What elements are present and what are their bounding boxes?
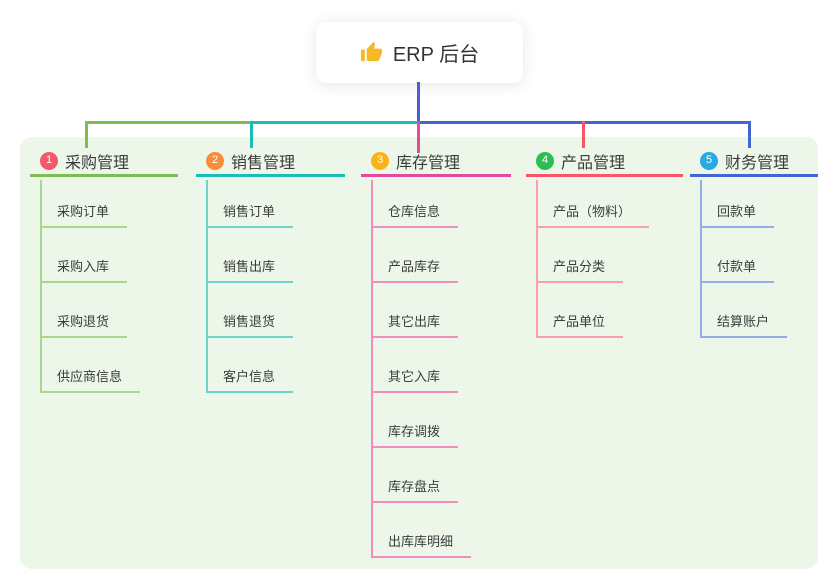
child-node-label: 库存盘点	[388, 479, 441, 494]
tree-bus-segment	[252, 121, 419, 124]
child-node-label: 仓库信息	[388, 204, 441, 219]
branch-column: 1 采购管理 采购订单采购入库采购退货供应商信息	[30, 147, 178, 393]
child-node-label: 产品分类	[553, 259, 606, 274]
thumbs-up-icon	[360, 41, 383, 64]
branch-column: 3 库存管理 仓库信息产品库存其它出库其它入库库存调拨库存盘点出库库明细	[361, 147, 511, 558]
root-node-label: ERP 后台	[392, 44, 480, 66]
branch-node-label: 销售管理	[231, 154, 296, 172]
child-node-label: 其它入库	[388, 369, 441, 384]
branch-number-badge: 1	[40, 151, 58, 170]
branch-children-list: 回款单付款单结算账户	[700, 180, 788, 338]
branch-children-connector-line	[40, 180, 42, 393]
branch-drop-line	[748, 121, 751, 148]
child-node-label: 产品（物料）	[553, 204, 632, 219]
child-node-label: 销售退货	[223, 314, 276, 329]
branch-node-label: 财务管理	[725, 154, 790, 172]
child-node[interactable]: 产品（物料）	[536, 180, 650, 228]
child-node-label: 其它出库	[388, 314, 441, 329]
root-node[interactable]: ERP 后台	[316, 22, 523, 83]
child-node[interactable]: 产品分类	[536, 228, 624, 283]
child-node[interactable]: 销售订单	[206, 180, 294, 228]
branch-number-badge: 3	[371, 151, 389, 170]
branch-node-label: 库存管理	[396, 154, 461, 172]
branch-number-badge: 4	[536, 151, 554, 170]
child-node-label: 采购入库	[57, 259, 110, 274]
branch-children-connector-line	[536, 180, 538, 338]
child-node[interactable]: 其它入库	[371, 338, 459, 393]
child-node[interactable]: 销售退货	[206, 283, 294, 338]
child-node[interactable]: 结算账户	[700, 283, 788, 338]
child-node-label: 供应商信息	[57, 369, 123, 384]
child-node[interactable]: 回款单	[700, 180, 775, 228]
child-node[interactable]: 产品库存	[371, 228, 459, 283]
tree-bus-segment	[419, 121, 751, 124]
branch-node[interactable]: 1 采购管理	[30, 147, 178, 177]
child-node[interactable]: 其它出库	[371, 283, 459, 338]
child-node-label: 出库库明细	[388, 534, 454, 549]
child-node-label: 产品单位	[553, 314, 606, 329]
branch-column: 2 销售管理 销售订单销售出库销售退货客户信息	[196, 147, 345, 393]
branch-children-list: 仓库信息产品库存其它出库其它入库库存调拨库存盘点出库库明细	[371, 180, 472, 558]
child-node-label: 采购退货	[57, 314, 110, 329]
child-node[interactable]: 库存调拨	[371, 393, 459, 448]
branch-node[interactable]: 2 销售管理	[196, 147, 345, 177]
branch-number-badge: 2	[206, 151, 224, 170]
child-node[interactable]: 采购入库	[40, 228, 128, 283]
child-node-label: 采购订单	[57, 204, 110, 219]
branch-children-list: 产品（物料） 产品分类产品单位	[536, 180, 650, 338]
branch-node-label: 产品管理	[561, 154, 626, 172]
branch-children-list: 采购订单采购入库采购退货供应商信息	[40, 180, 141, 393]
branch-column: 4 产品管理 产品（物料） 产品分类产品单位	[526, 147, 683, 338]
child-node[interactable]: 供应商信息	[40, 338, 141, 393]
child-node-label: 销售出库	[223, 259, 276, 274]
child-node-label: 结算账户	[717, 314, 770, 329]
child-node[interactable]: 库存盘点	[371, 448, 459, 503]
branch-node[interactable]: 5 财务管理	[690, 147, 818, 177]
branch-drop-line	[582, 121, 585, 148]
root-connector-line	[417, 82, 420, 124]
child-node[interactable]: 采购订单	[40, 180, 128, 228]
child-node[interactable]: 采购退货	[40, 283, 128, 338]
child-node[interactable]: 客户信息	[206, 338, 294, 393]
tree-bus-segment	[85, 121, 252, 124]
mindmap-panel: 1 采购管理 采购订单采购入库采购退货供应商信息 2 销售管理 销售订单销售出库…	[20, 137, 818, 569]
child-node[interactable]: 出库库明细	[371, 503, 472, 558]
branch-children-list: 销售订单销售出库销售退货客户信息	[206, 180, 294, 393]
branch-drop-line	[417, 121, 420, 153]
child-node[interactable]: 产品单位	[536, 283, 624, 338]
child-node-label: 库存调拨	[388, 424, 441, 439]
branch-drop-line	[85, 121, 88, 148]
branch-node[interactable]: 3 库存管理	[361, 147, 511, 177]
child-node[interactable]: 付款单	[700, 228, 775, 283]
child-node-label: 销售订单	[223, 204, 276, 219]
branch-children-connector-line	[371, 180, 373, 558]
child-node-label: 回款单	[717, 204, 757, 219]
child-node-label: 产品库存	[388, 259, 441, 274]
child-node-label: 客户信息	[223, 369, 276, 384]
branch-column: 5 财务管理 回款单付款单结算账户	[690, 147, 818, 338]
branch-drop-line	[250, 121, 253, 148]
branch-children-connector-line	[700, 180, 702, 338]
branch-children-connector-line	[206, 180, 208, 393]
child-node[interactable]: 仓库信息	[371, 180, 459, 228]
branch-number-badge: 5	[700, 151, 718, 170]
child-node[interactable]: 销售出库	[206, 228, 294, 283]
branch-node-label: 采购管理	[65, 154, 130, 172]
branch-node[interactable]: 4 产品管理	[526, 147, 683, 177]
child-node-label: 付款单	[717, 259, 757, 274]
